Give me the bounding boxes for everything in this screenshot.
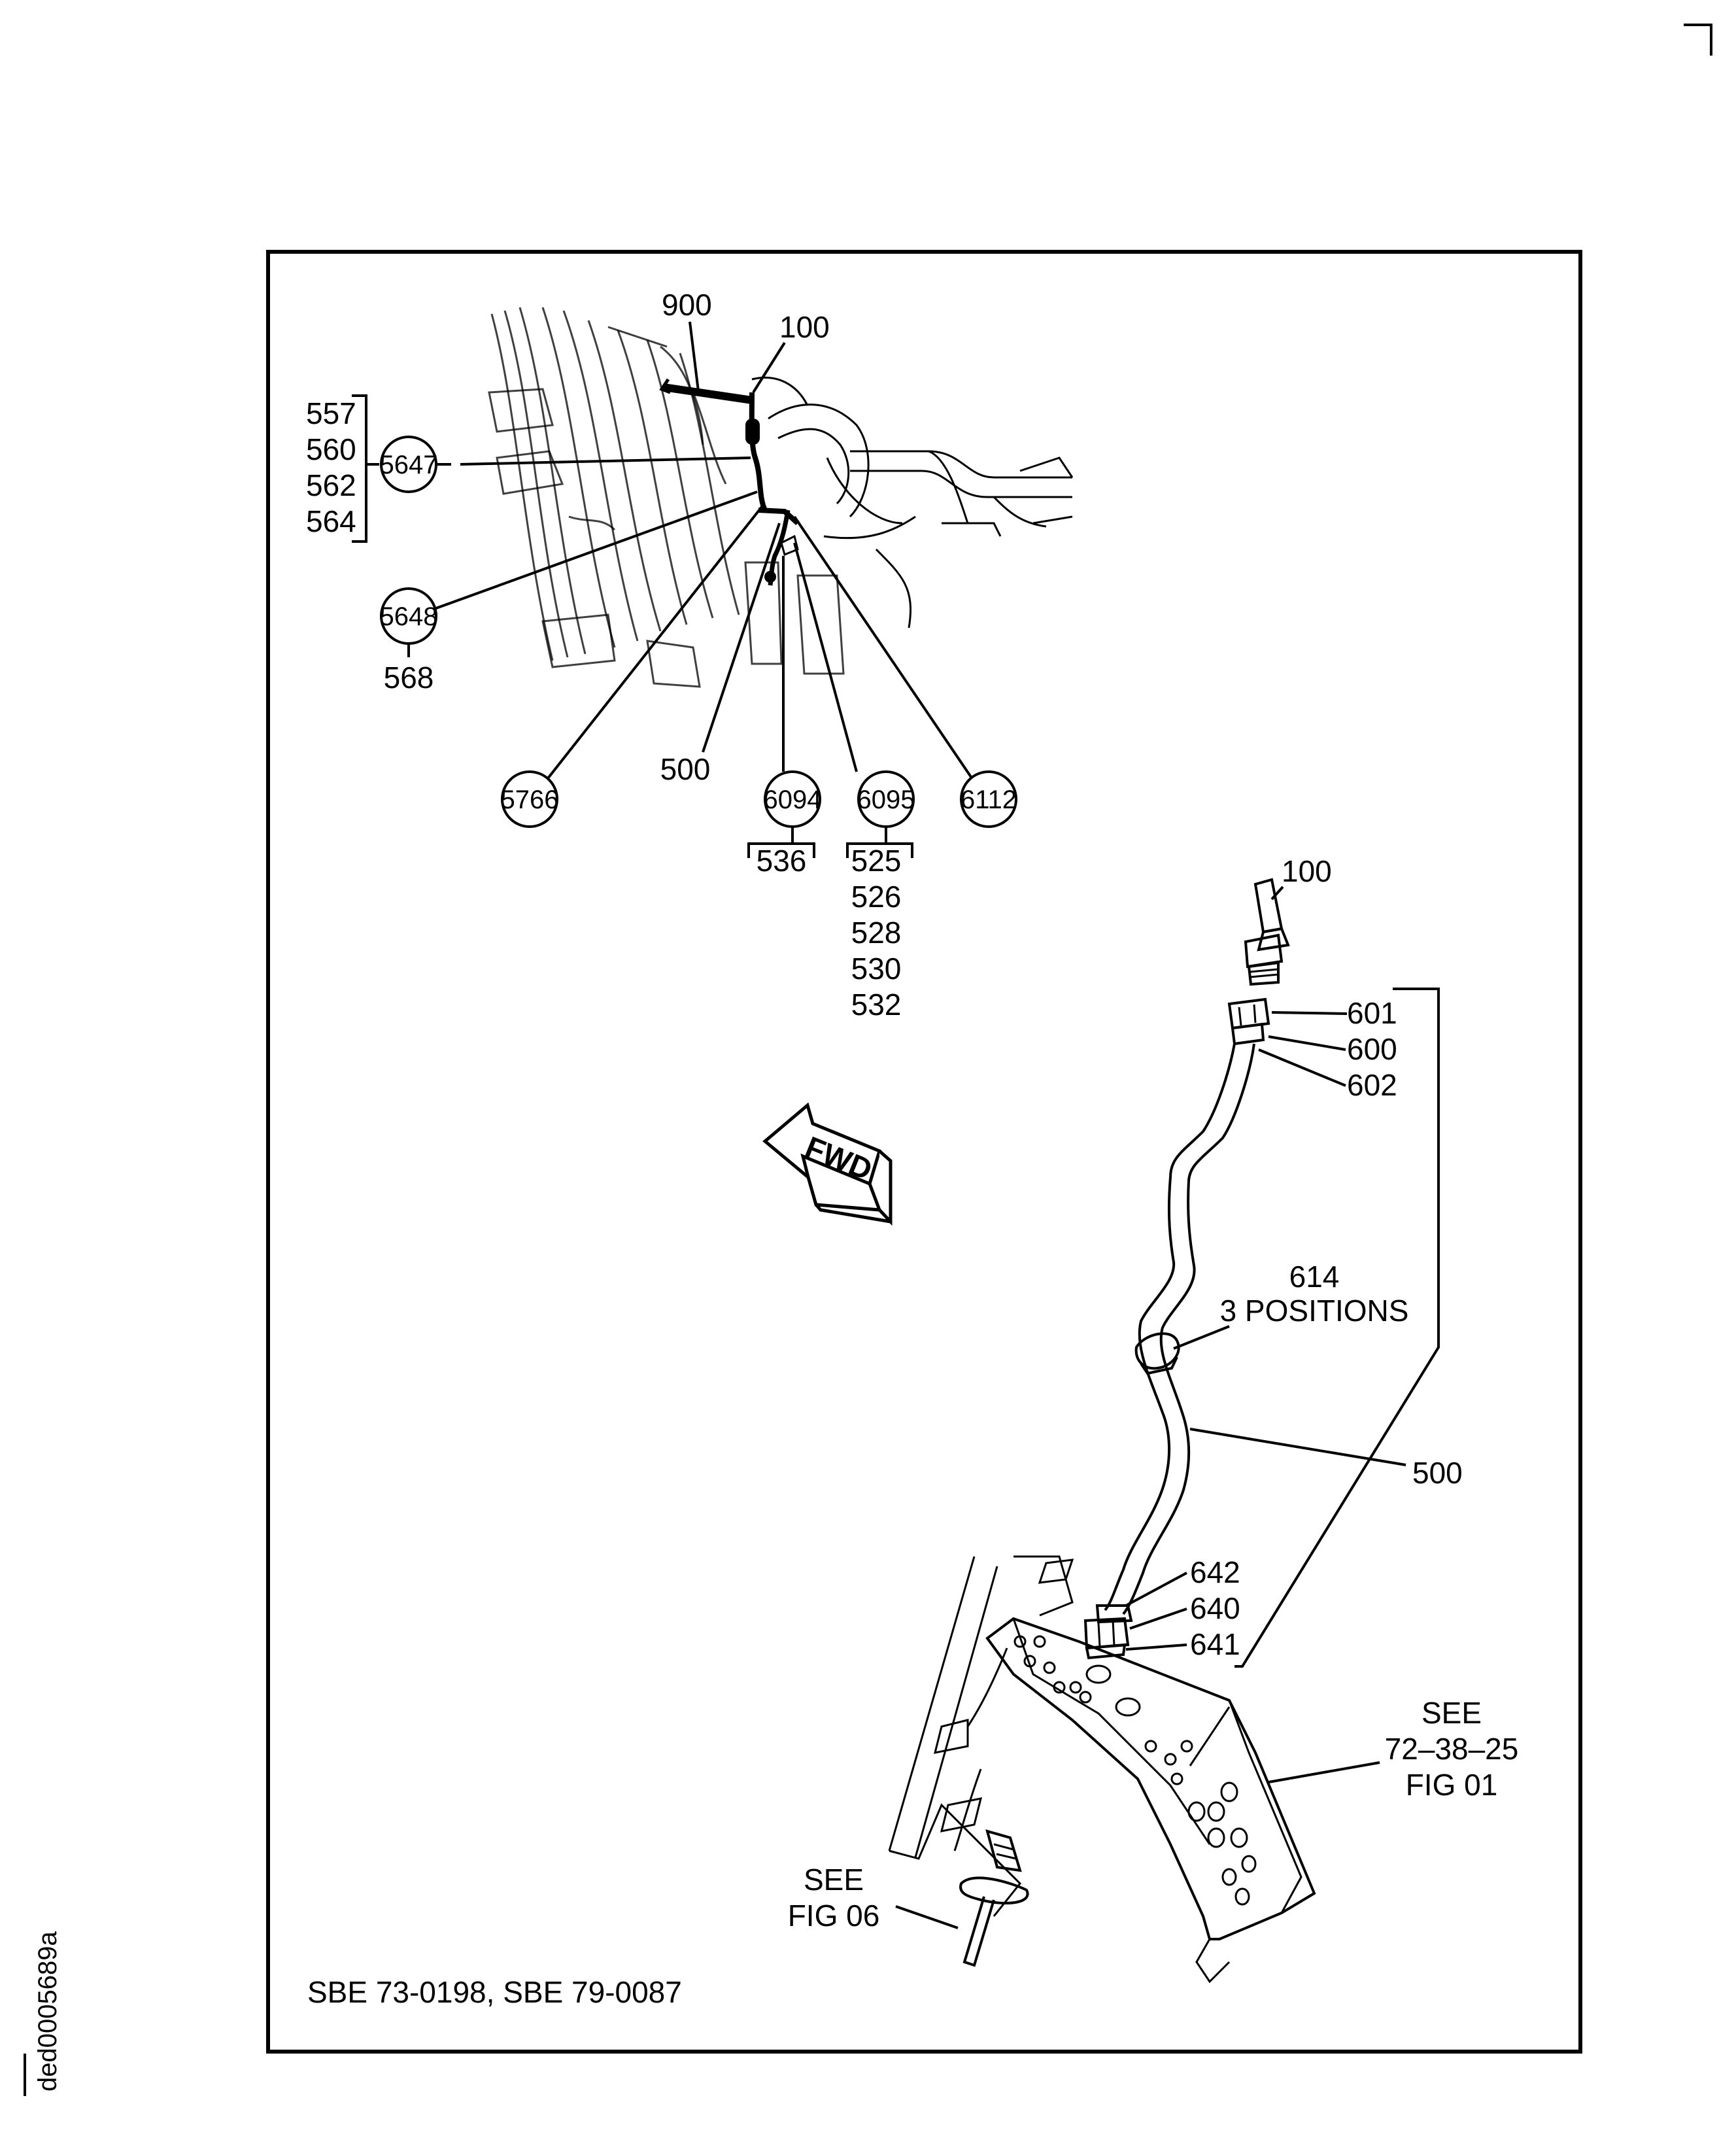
callout-circle-5647 xyxy=(380,436,437,493)
document-id: ded0005689a xyxy=(33,1931,62,2091)
bracket-1-item-0: 557 xyxy=(306,396,356,430)
bracket-2-item-2: 528 xyxy=(851,916,902,950)
see-ref-1-line-1: 72–38–25 xyxy=(1385,1732,1519,1766)
harness-routing xyxy=(659,378,800,586)
callout-5766: 5766 xyxy=(501,785,559,814)
label-100-lower: 100 xyxy=(1282,854,1332,888)
bracket-1-item-3: 564 xyxy=(306,504,356,538)
callout-6112: 6112 xyxy=(961,785,1017,814)
leader-500-lower xyxy=(1189,1428,1406,1466)
label-100-upper: 100 xyxy=(779,310,830,344)
fwd-arrow: FWD xyxy=(762,1102,893,1226)
bracket-1-item-2: 562 xyxy=(306,468,356,502)
bracket-2-item-0: 525 xyxy=(851,844,902,878)
leader-5647 xyxy=(460,456,751,466)
callout-5647: 5647 xyxy=(380,451,438,479)
label-3-positions: 3 POSITIONS xyxy=(1220,1294,1409,1328)
leader-5766 xyxy=(547,506,763,780)
bracket-536 xyxy=(747,842,815,858)
label-900-upper: 900 xyxy=(662,288,712,322)
leader-642 xyxy=(1125,1572,1187,1607)
see-ref-1-line-2: FIG 01 xyxy=(1406,1768,1498,1802)
upper-detail-view: 900 100 557 560 562 564 5647 5648 568 57… xyxy=(306,288,1074,1022)
callout-5648: 5648 xyxy=(380,602,438,631)
label-536: 536 xyxy=(757,844,807,878)
bracket-1-item-1: 560 xyxy=(306,432,356,466)
leader-6095 xyxy=(793,542,858,772)
leader-500-upper xyxy=(702,523,781,753)
see-ref-2-line-0: SEE xyxy=(804,1863,864,1897)
label-602: 602 xyxy=(1347,1068,1397,1102)
leader-601 xyxy=(1271,1011,1348,1015)
callout-6094: 6094 xyxy=(764,785,822,814)
lower-detail-view: 100 601 600 602 614 3 POSITIONS 500 xyxy=(788,854,1519,1984)
leader-5648 xyxy=(435,490,758,610)
callout-circle-5766 xyxy=(501,770,558,828)
label-500-lower: 500 xyxy=(1412,1456,1463,1490)
leader-640 xyxy=(1129,1608,1187,1630)
assembly-bracket xyxy=(1234,988,1440,1668)
upper-fitting-illustration xyxy=(1227,997,1270,1046)
corner-mark-top-right xyxy=(1684,24,1712,56)
probe-illustration xyxy=(1244,878,1290,986)
lower-fitting-illustration xyxy=(1083,1604,1133,1660)
label-641: 641 xyxy=(1190,1627,1240,1661)
figure-frame xyxy=(266,250,1582,2054)
footnote: SBE 73-0198, SBE 79-0087 xyxy=(307,1975,682,2009)
label-642: 642 xyxy=(1190,1555,1240,1589)
bracket-2-item-4: 532 xyxy=(851,988,902,1022)
leader-600 xyxy=(1268,1035,1346,1051)
pipe-cluster-illustration xyxy=(751,376,1074,628)
bracket-2 xyxy=(846,842,913,858)
label-601: 601 xyxy=(1347,996,1397,1030)
clamp-614-illustration xyxy=(1134,1332,1180,1375)
bracket-2-item-3: 530 xyxy=(851,952,902,986)
leader-6112 xyxy=(793,515,972,778)
label-500-upper: 500 xyxy=(660,752,711,786)
label-600: 600 xyxy=(1347,1032,1397,1066)
callout-circle-6112 xyxy=(960,770,1017,828)
see-ref-1-line-0: SEE xyxy=(1421,1696,1482,1730)
label-568: 568 xyxy=(384,661,434,695)
label-640: 640 xyxy=(1190,1591,1240,1625)
leader-see-ref-1 xyxy=(1268,1761,1380,1783)
mount-structure-illustration xyxy=(888,1555,1316,1984)
label-614: 614 xyxy=(1289,1260,1340,1294)
leader-602 xyxy=(1258,1048,1346,1087)
lower-probe-illustration xyxy=(959,1829,1029,1967)
see-ref-2-line-1: FIG 06 xyxy=(788,1899,880,1933)
bracket-1 xyxy=(352,394,367,543)
bracket-2-item-1: 526 xyxy=(851,880,902,914)
leader-641 xyxy=(1125,1644,1187,1651)
tube-500-illustration xyxy=(1104,1043,1255,1615)
leader-100-lower xyxy=(1270,886,1284,901)
mount-holes xyxy=(1013,1635,1257,1906)
callout-6095: 6095 xyxy=(857,785,915,814)
leader-900 xyxy=(689,321,700,392)
leader-100-upper xyxy=(752,341,786,394)
engine-casing-illustration xyxy=(488,307,845,688)
leader-see-ref-2 xyxy=(895,1905,959,1929)
leader-614 xyxy=(1173,1325,1230,1350)
